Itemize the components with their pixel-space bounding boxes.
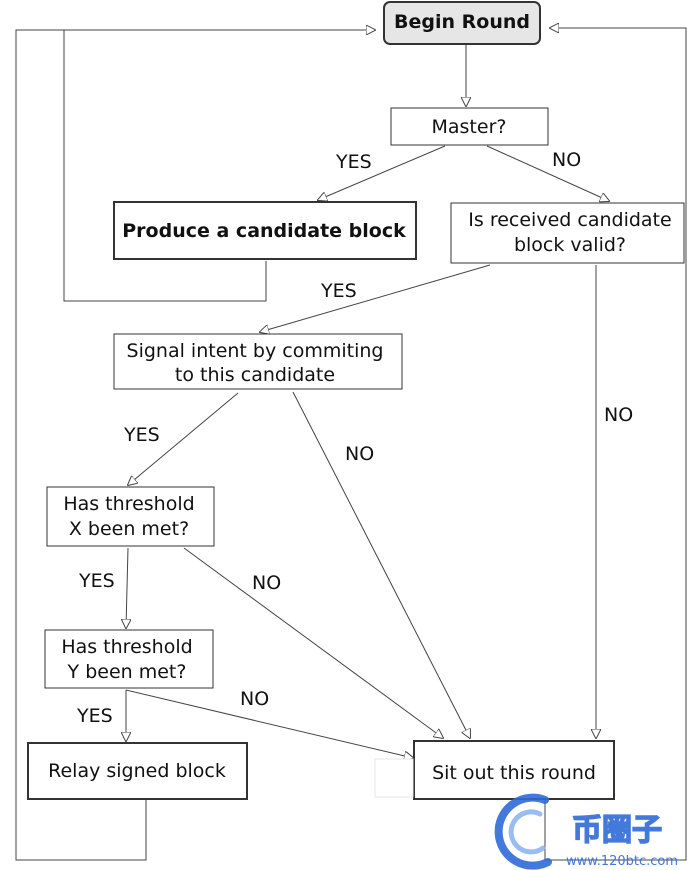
node-signal-intent: Signal intent by commiting to this candi… [113,333,403,390]
label-signal-no: NO [345,443,374,465]
node-sit-out: Sit out this round [413,740,615,800]
label-master-yes: YES [335,151,372,173]
node-begin-round: Begin Round [383,1,541,45]
faint-box [374,758,414,798]
edge-sitout-loop [544,28,687,861]
node-master-label: Master? [432,116,507,138]
node-relay-signed-block-label: Relay signed block [48,760,226,782]
node-threshold-x: Has threshold X been met? [46,486,215,547]
node-sit-out-label: Sit out this round [432,762,596,784]
node-relay-signed-block: Relay signed block [27,742,248,800]
node-received-valid: Is received candidate block valid? [450,202,685,264]
node-threshold-y-line2: Y been met? [67,661,187,683]
watermark: 币圈子 www.120btc.com [494,793,678,870]
edge-master-received [486,145,609,201]
edge-signal-sitout [292,391,470,738]
node-threshold-x-line2: X been met? [69,518,189,540]
node-master: Master? [390,107,549,146]
edge-received-signal [260,264,491,332]
label-master-no: NO [552,149,581,171]
watermark-url: www.120btc.com [566,854,678,869]
edge-signal-thresholdx [128,392,239,485]
edge-thresholdx-sitout [183,547,443,738]
edge-thresholdy-sitout [125,689,413,758]
edge-master-produce [318,145,446,200]
label-x-no: NO [252,572,281,594]
edge-relay-loop [15,29,147,861]
label-valid-no: NO [604,404,633,426]
label-y-yes: YES [76,705,113,727]
label-signal-yes: YES [123,424,160,446]
edge-produce-loop [63,30,375,302]
label-valid-yes: YES [320,280,357,302]
node-signal-intent-line1: Signal intent by commiting [127,340,384,362]
node-received-valid-line1: Is received candidate [468,209,671,231]
watermark-logo-icon [494,793,552,870]
node-begin-round-label: Begin Round [394,11,530,33]
watermark-text: 币圈子 [572,813,662,848]
label-x-yes: YES [78,570,115,592]
node-produce-candidate-label: Produce a candidate block [122,220,406,242]
label-y-no: NO [240,688,269,710]
node-threshold-y-line1: Has threshold [61,636,192,658]
node-threshold-x-line1: Has threshold [63,493,194,515]
edge-thresholdx-thresholdy [126,547,128,628]
node-signal-intent-line2: to this candidate [175,364,335,386]
node-produce-candidate: Produce a candidate block [113,201,417,260]
node-threshold-y: Has threshold Y been met? [44,629,214,689]
node-received-valid-line2: block valid? [514,234,626,256]
